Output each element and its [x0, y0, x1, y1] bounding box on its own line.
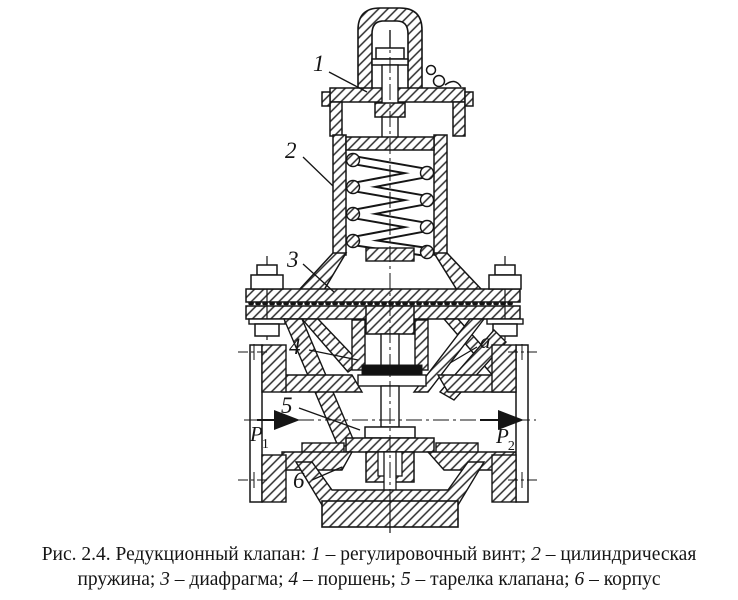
channel-label-a: a [480, 329, 491, 353]
leader-6 [311, 466, 343, 481]
caption-text: – диафрагма; [169, 569, 289, 590]
part-label-2: 2 [285, 138, 297, 163]
pressure-subscript: 1 [261, 437, 269, 453]
pressure-symbol: P [250, 422, 263, 446]
leader-2 [302, 156, 334, 187]
leader-3 [302, 263, 335, 293]
flange-bolt-right [486, 256, 524, 340]
leader-4 [308, 349, 359, 361]
leader-5 [298, 407, 361, 431]
caption-part-number: 1 [310, 544, 321, 565]
caption-part-number: 2 [531, 544, 541, 565]
flange-bolt-left [248, 256, 286, 340]
caption-text: – цилиндрическая [540, 544, 697, 565]
leader-lines [298, 71, 478, 481]
caption-text: – тарелка клапана; [410, 569, 575, 590]
caption-line-2: пружина; 3 – диафрагма; 4 – поршень; 5 –… [0, 567, 738, 592]
part-label-3: 3 [287, 247, 299, 272]
seal-wire-icon [425, 64, 462, 88]
spring-housing [297, 134, 484, 291]
part-label-1: 1 [313, 51, 325, 76]
pressure-subscript: 2 [507, 439, 515, 455]
inlet-flange [249, 344, 287, 503]
caption-part-number: 6 [574, 569, 585, 590]
pressure-label-inlet: P1 [250, 422, 270, 453]
caption-line-1: Рис. 2.4. Редукционный клапан: 1 – регул… [0, 542, 738, 567]
caption-text: пружина; [77, 569, 161, 590]
part-label-6: 6 [293, 468, 305, 493]
pressure-symbol: P [496, 424, 509, 448]
piston-seal-band [361, 364, 423, 376]
part-label-5: 5 [281, 393, 293, 418]
figure-caption: Рис. 2.4. Редукционный клапан: 1 – регул… [0, 542, 738, 592]
pressure-label-outlet: P2 [496, 424, 516, 455]
caption-text: – корпус [584, 569, 661, 590]
diaphragm-flange [245, 288, 521, 320]
pipe-wall-upper-left [281, 374, 364, 393]
caption-part-number: 4 [288, 569, 299, 590]
caption-text: – регулировочный винт; [320, 544, 532, 565]
caption-text: – поршень; [298, 569, 401, 590]
caption-text: Рис. 2.4. Редукционный клапан: [41, 544, 311, 565]
caption-part-number: 3 [160, 569, 170, 590]
leader-1 [328, 71, 368, 93]
leader-a [449, 346, 478, 364]
channel-wall-upper [412, 318, 486, 393]
valve-cross-section [238, 7, 540, 533]
valve-drawing: 1 2 3 4 a 5 6 P1 P2 [238, 7, 540, 533]
part-label-4: 4 [289, 334, 301, 359]
piston-assembly [351, 305, 429, 428]
caption-part-number: 5 [400, 569, 411, 590]
